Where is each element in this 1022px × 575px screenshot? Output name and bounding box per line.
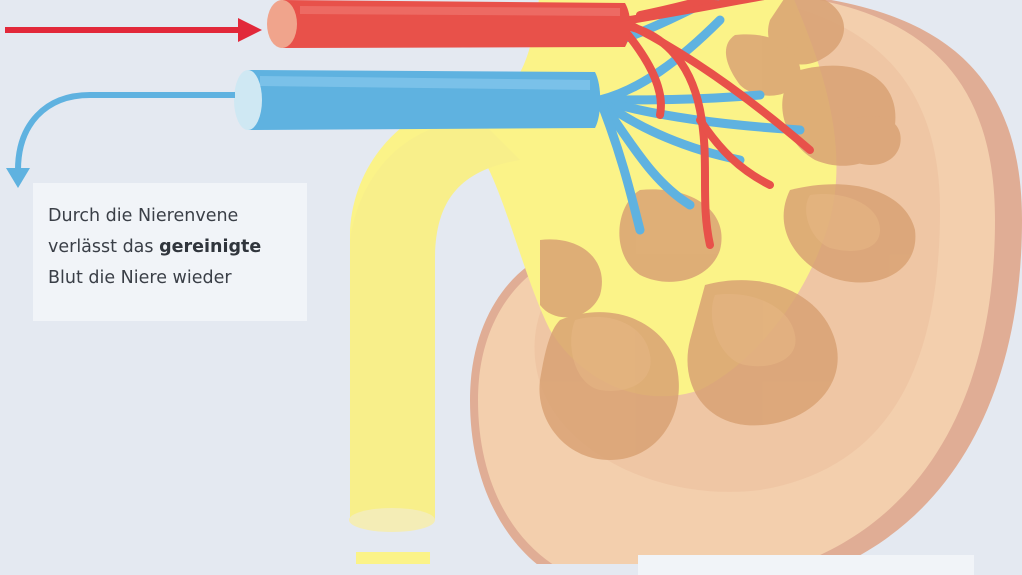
ureter-lower-segment <box>356 552 430 564</box>
caption-line-1: Durch die Nierenvene <box>48 201 293 232</box>
vein-caption: Durch die Nierenvene verlässt das gerein… <box>33 183 307 321</box>
renal-vein-opening <box>234 70 262 130</box>
caption-line-2: verlässt das gereinigte <box>48 232 293 263</box>
outflow-arrow-head <box>6 168 30 188</box>
caption-emphasis: gereinigte <box>159 237 261 257</box>
outflow-arrow-curve <box>18 95 235 170</box>
renal-artery-opening <box>267 0 297 48</box>
caption-line-3: Blut die Niere wieder <box>48 263 293 294</box>
inflow-arrow-head <box>238 18 262 42</box>
ureter-opening <box>349 508 435 532</box>
caption-line-2-prefix: verlässt das <box>48 237 154 257</box>
bottom-caption-box <box>638 555 974 575</box>
